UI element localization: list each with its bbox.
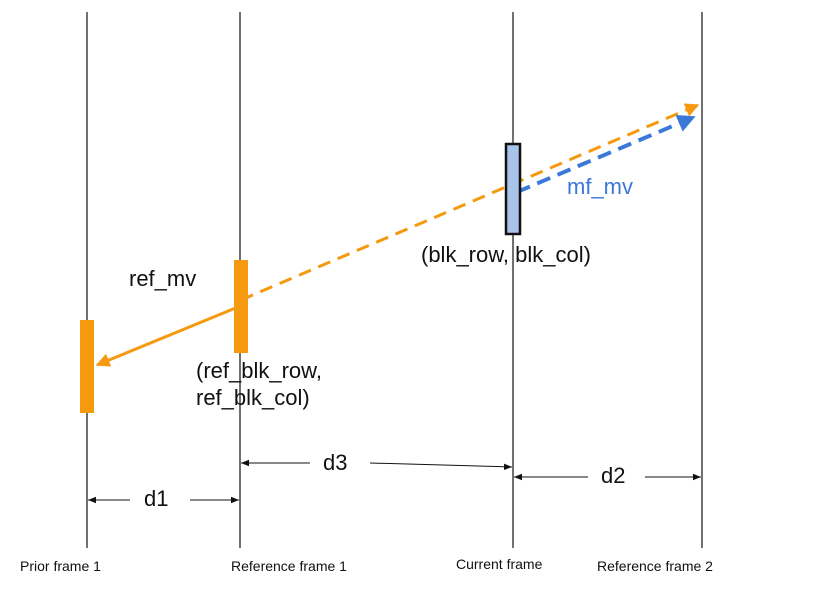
current-frame-label: Current frame	[456, 556, 543, 572]
ref-mv-label: ref_mv	[129, 266, 197, 291]
mf-mv-arrow	[516, 115, 696, 194]
d2-label: d2	[601, 463, 626, 488]
blk-position-label: (blk_row, blk_col)	[421, 242, 591, 267]
mf-mv-label: mf_mv	[567, 174, 633, 199]
d3-arrow-right	[369, 462, 513, 470]
reference-block	[234, 260, 248, 353]
prior-frame-1-label: Prior frame 1	[20, 558, 101, 574]
ref-blk-position-label: (ref_blk_row, ref_blk_col)	[196, 358, 322, 410]
d1-label: d1	[144, 486, 169, 511]
projection-dashed-line	[240, 103, 700, 302]
current-block	[504, 142, 522, 236]
reference-frame-1-label: Reference frame 1	[231, 558, 347, 574]
ref-mv-arrow	[95, 305, 239, 367]
d3-label: d3	[323, 450, 348, 475]
prior-block	[80, 320, 94, 413]
reference-frame-2-label: Reference frame 2	[597, 558, 713, 574]
